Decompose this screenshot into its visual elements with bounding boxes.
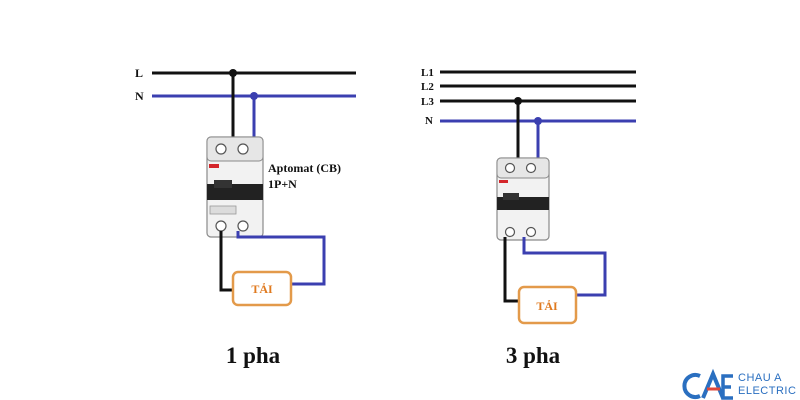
label-l3: L3	[421, 96, 434, 108]
brand-name: CHAU A ELECTRIC	[738, 372, 796, 398]
label-l: L	[135, 66, 143, 80]
load-label-3p: TẢI	[536, 299, 558, 313]
logo-a-shape	[701, 368, 725, 399]
circuit-breaker-3p	[496, 157, 550, 241]
out-wire-neutral	[236, 231, 326, 286]
label-n-3p: N	[425, 115, 433, 127]
out-wire-neutral-3p	[522, 237, 607, 297]
load-label-1p: TẢI	[251, 282, 273, 296]
out-wire-phase	[219, 231, 233, 292]
label-n: N	[135, 89, 144, 103]
logo-c-shape	[682, 373, 701, 399]
label-l1: L1	[421, 67, 434, 79]
logo-e-shape	[721, 374, 733, 400]
label-l2: L2	[421, 81, 434, 93]
load-box-3p	[517, 285, 578, 325]
caption-1p: 1 pha	[226, 343, 281, 368]
load-box-1p	[231, 270, 293, 307]
brand-line-2: ELECTRIC	[738, 385, 797, 397]
diagram-3-phase: L1 L2 L3 N TẢI 3 pha	[421, 67, 636, 368]
out-wire-phase-3p	[503, 237, 519, 303]
diagram-1-phase: L N Aptomat (CB) 1P+N TẢI 1 pha	[135, 66, 356, 368]
brand-line-1: CHAU A	[738, 372, 782, 384]
breaker-label-1: Aptomat (CB)	[268, 161, 341, 175]
circuit-breaker-1p	[206, 136, 264, 238]
brand-logo	[682, 368, 733, 400]
breaker-label-2: 1P+N	[268, 177, 297, 191]
caption-3p: 3 pha	[506, 343, 561, 368]
